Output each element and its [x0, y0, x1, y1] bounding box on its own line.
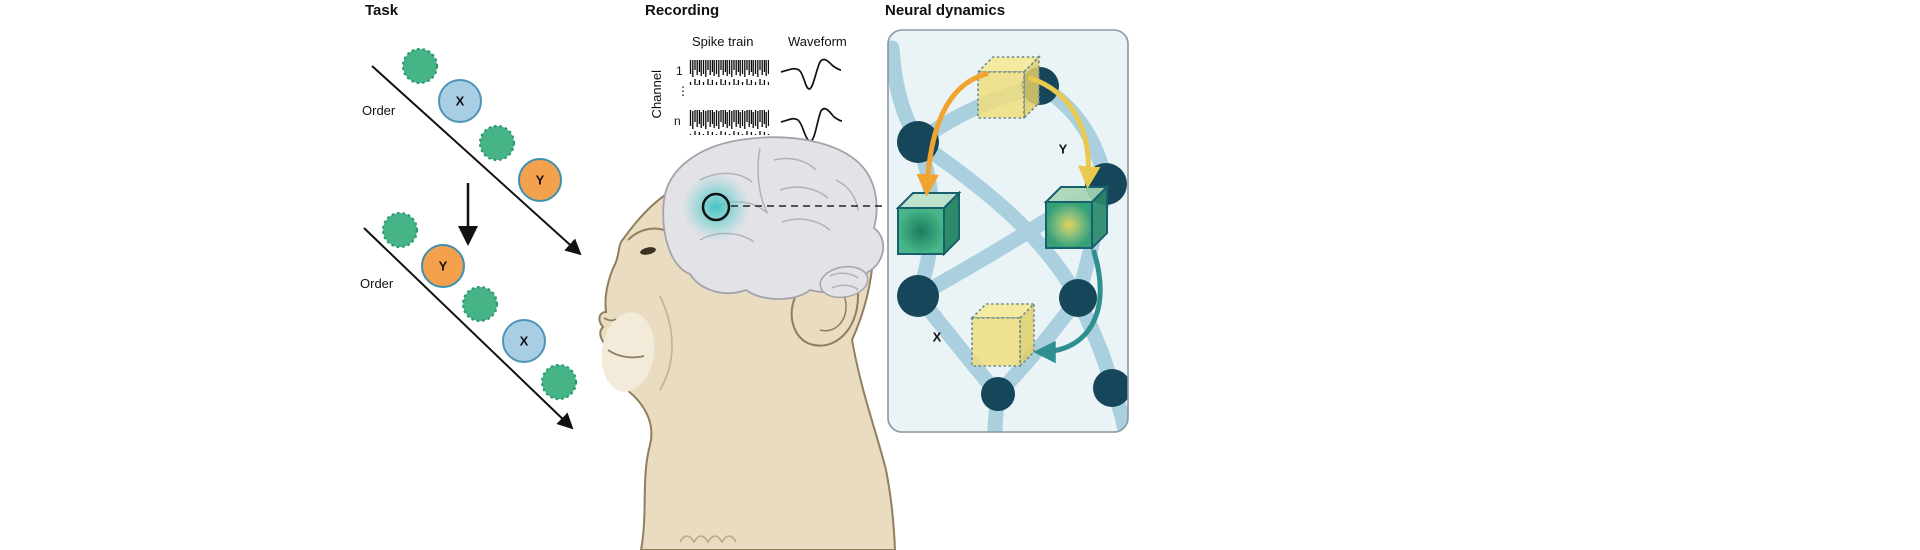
monkey-mouth — [607, 349, 645, 359]
channel-number-first: 1 — [676, 64, 683, 78]
task-circle-green — [540, 363, 578, 401]
monkey-illustration — [598, 136, 897, 550]
channel-ellipsis: ⋮ — [677, 84, 689, 98]
neural-panel-border — [887, 29, 1129, 433]
neural-panel-title: Neural dynamics — [885, 2, 1006, 19]
task-diagram — [363, 47, 582, 430]
order-label-first: Order — [362, 103, 396, 118]
task-item-x-label: X — [519, 333, 529, 349]
task-item-x-label: X — [455, 93, 465, 109]
task-circle-y — [518, 158, 562, 202]
channel-number-last: n — [674, 114, 681, 128]
neural-network — [888, 40, 1128, 432]
task-circle-green — [401, 47, 439, 85]
transition-arrow-teal — [1033, 249, 1103, 364]
task-circle-green — [461, 285, 499, 323]
monkey-fur-texture — [679, 535, 737, 544]
task-item-y-label: Y — [438, 258, 448, 274]
state-cube-green-right — [1043, 184, 1110, 251]
recording-site-circle — [701, 192, 731, 222]
task-circle-x — [438, 79, 482, 123]
spike-train-row-n — [689, 110, 769, 135]
task-circle-y — [421, 244, 465, 288]
monkey-muzzle — [601, 312, 655, 392]
recording-diagram — [598, 58, 897, 550]
waveform-header: Waveform — [788, 34, 847, 49]
spike-train-row-1 — [689, 60, 769, 85]
task-order-arrow-second — [363, 227, 574, 430]
state-cube-green-left — [895, 190, 962, 257]
spike-train-header: Spike train — [692, 34, 754, 49]
task-order-arrow-first — [371, 65, 582, 256]
neural-dynamics-diagram — [887, 29, 1129, 433]
monkey-eye — [640, 247, 656, 255]
recording-panel-title: Recording — [645, 2, 720, 19]
transition-arrow-orange — [916, 71, 989, 197]
channel-axis-label: Channel — [649, 70, 664, 119]
order-label-second: Order — [360, 276, 394, 291]
waveform-row-n — [780, 107, 843, 142]
transition-arrow-yellow — [1027, 75, 1101, 189]
waveform-row-1 — [780, 58, 842, 90]
task-circle-x — [502, 319, 546, 363]
state-cube-x-bottom — [970, 302, 1036, 368]
task-item-y-label: Y — [535, 172, 545, 188]
neural-state-y-label: Y — [1058, 141, 1068, 157]
recording-site-glow — [682, 173, 750, 241]
monkey-nostril — [603, 317, 617, 322]
state-cube-y-top — [976, 55, 1041, 120]
task-circle-green — [478, 124, 516, 162]
neural-state-x-label: X — [932, 329, 942, 345]
monkey-brow — [627, 227, 665, 241]
task-panel-title: Task — [365, 2, 399, 19]
task-circle-green — [381, 211, 419, 249]
monkey-cheek-line — [659, 295, 673, 391]
